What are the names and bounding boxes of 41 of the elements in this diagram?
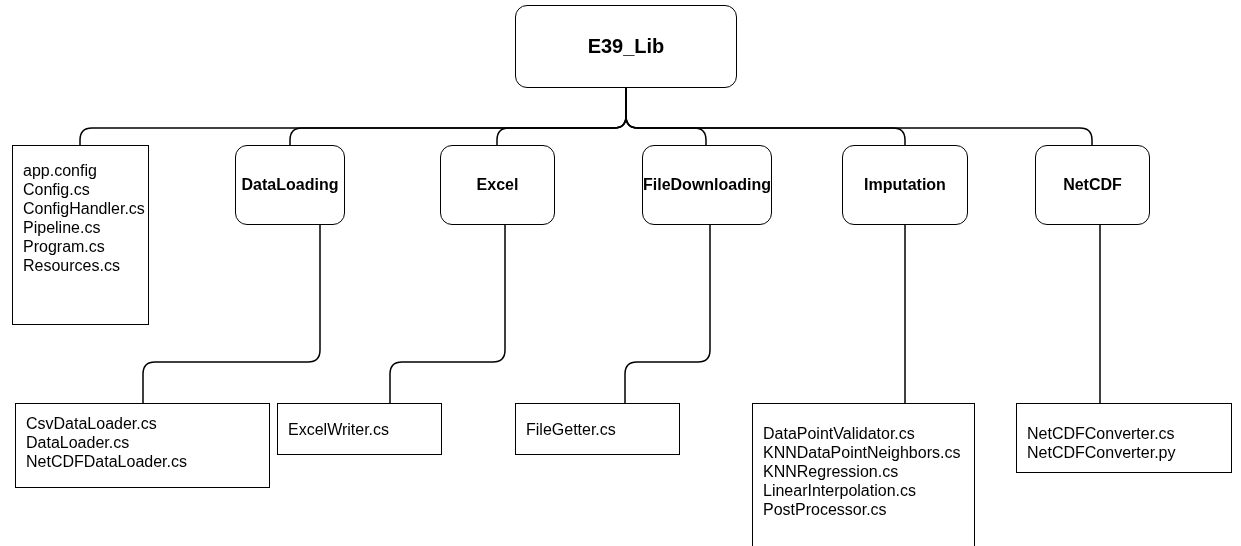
folder-name: Excel [476,176,519,194]
file-name: FileGetter.cs [526,420,616,439]
file-name: PostProcessor.cs [763,500,887,519]
folder-box [1035,145,1150,225]
file-name: DataLoader.cs [26,433,130,452]
file-list-box [1016,403,1232,473]
folder-box [440,145,555,225]
folder-box [235,145,345,225]
file-name: ExcelWriter.cs [288,420,390,439]
folder-name: DataLoading [241,176,339,194]
file-name: ConfigHandler.cs [23,199,145,218]
file-list-box [515,403,680,455]
connector-line [904,224,906,404]
file-name: Config.cs [23,180,90,199]
folder-name: Imputation [864,176,946,194]
file-name: CsvDataLoader.cs [26,414,157,433]
file-name: Pipeline.cs [23,218,101,237]
file-name: Program.cs [23,237,105,256]
connector-line [624,224,711,404]
file-name: NetCDFConverter.cs [1027,424,1175,443]
file-name: DataPointValidator.cs [763,424,915,443]
file-name: NetCDFConverter.py [1027,443,1176,462]
folder-name: E39_Lib [587,35,665,58]
file-list-box [15,403,270,488]
file-name: app.config [23,161,97,180]
file-list-box [277,403,442,455]
file-list-box [12,145,149,325]
file-name: Resources.cs [23,256,120,275]
file-name: KNNDataPointNeighbors.cs [763,443,961,462]
file-list-box [752,403,975,546]
folder-name: NetCDF [1063,176,1122,194]
folder-name: FileDownloading [643,176,771,194]
folder-box [515,5,737,88]
folder-box [842,145,968,225]
file-name: NetCDFDataLoader.cs [26,452,187,471]
connector-line [389,224,506,404]
connector-line [142,224,321,404]
file-name: LinearInterpolation.cs [763,481,916,500]
folder-box [642,145,772,225]
connector-line [1099,224,1101,404]
file-name: KNNRegression.cs [763,462,899,481]
